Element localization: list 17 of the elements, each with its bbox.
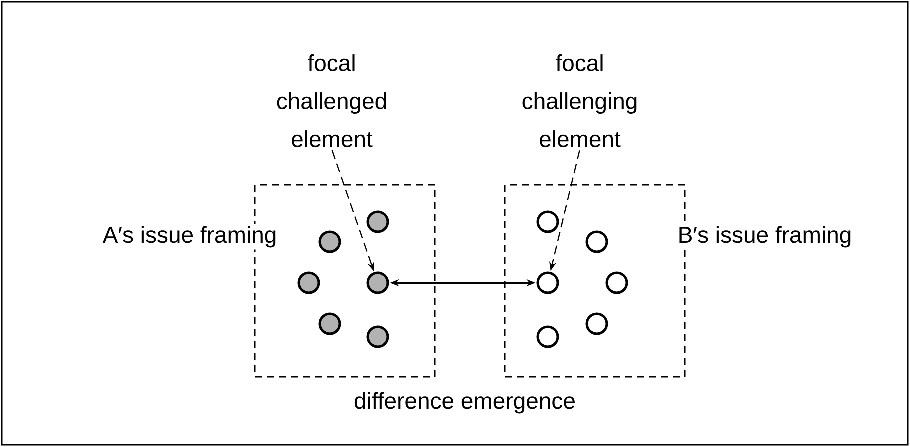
element-circle <box>586 230 608 254</box>
element-circle <box>606 272 628 294</box>
element-circle <box>586 312 608 336</box>
element-circle <box>298 272 320 294</box>
framing-label: B′s issue framing <box>676 224 854 250</box>
element-label: focal challenging element <box>522 54 637 148</box>
element-circle <box>366 272 390 294</box>
framing-label: A′s issue framing <box>100 224 280 250</box>
element-circle <box>318 312 342 336</box>
caption-label: difference emergence <box>354 392 575 414</box>
element-circle <box>536 272 560 294</box>
element-circle <box>366 210 390 234</box>
element-label: focal challenged element <box>277 54 386 148</box>
element-circle <box>318 230 342 254</box>
element-circle <box>536 326 560 348</box>
element-circle <box>536 210 560 234</box>
element-circle <box>366 326 390 348</box>
